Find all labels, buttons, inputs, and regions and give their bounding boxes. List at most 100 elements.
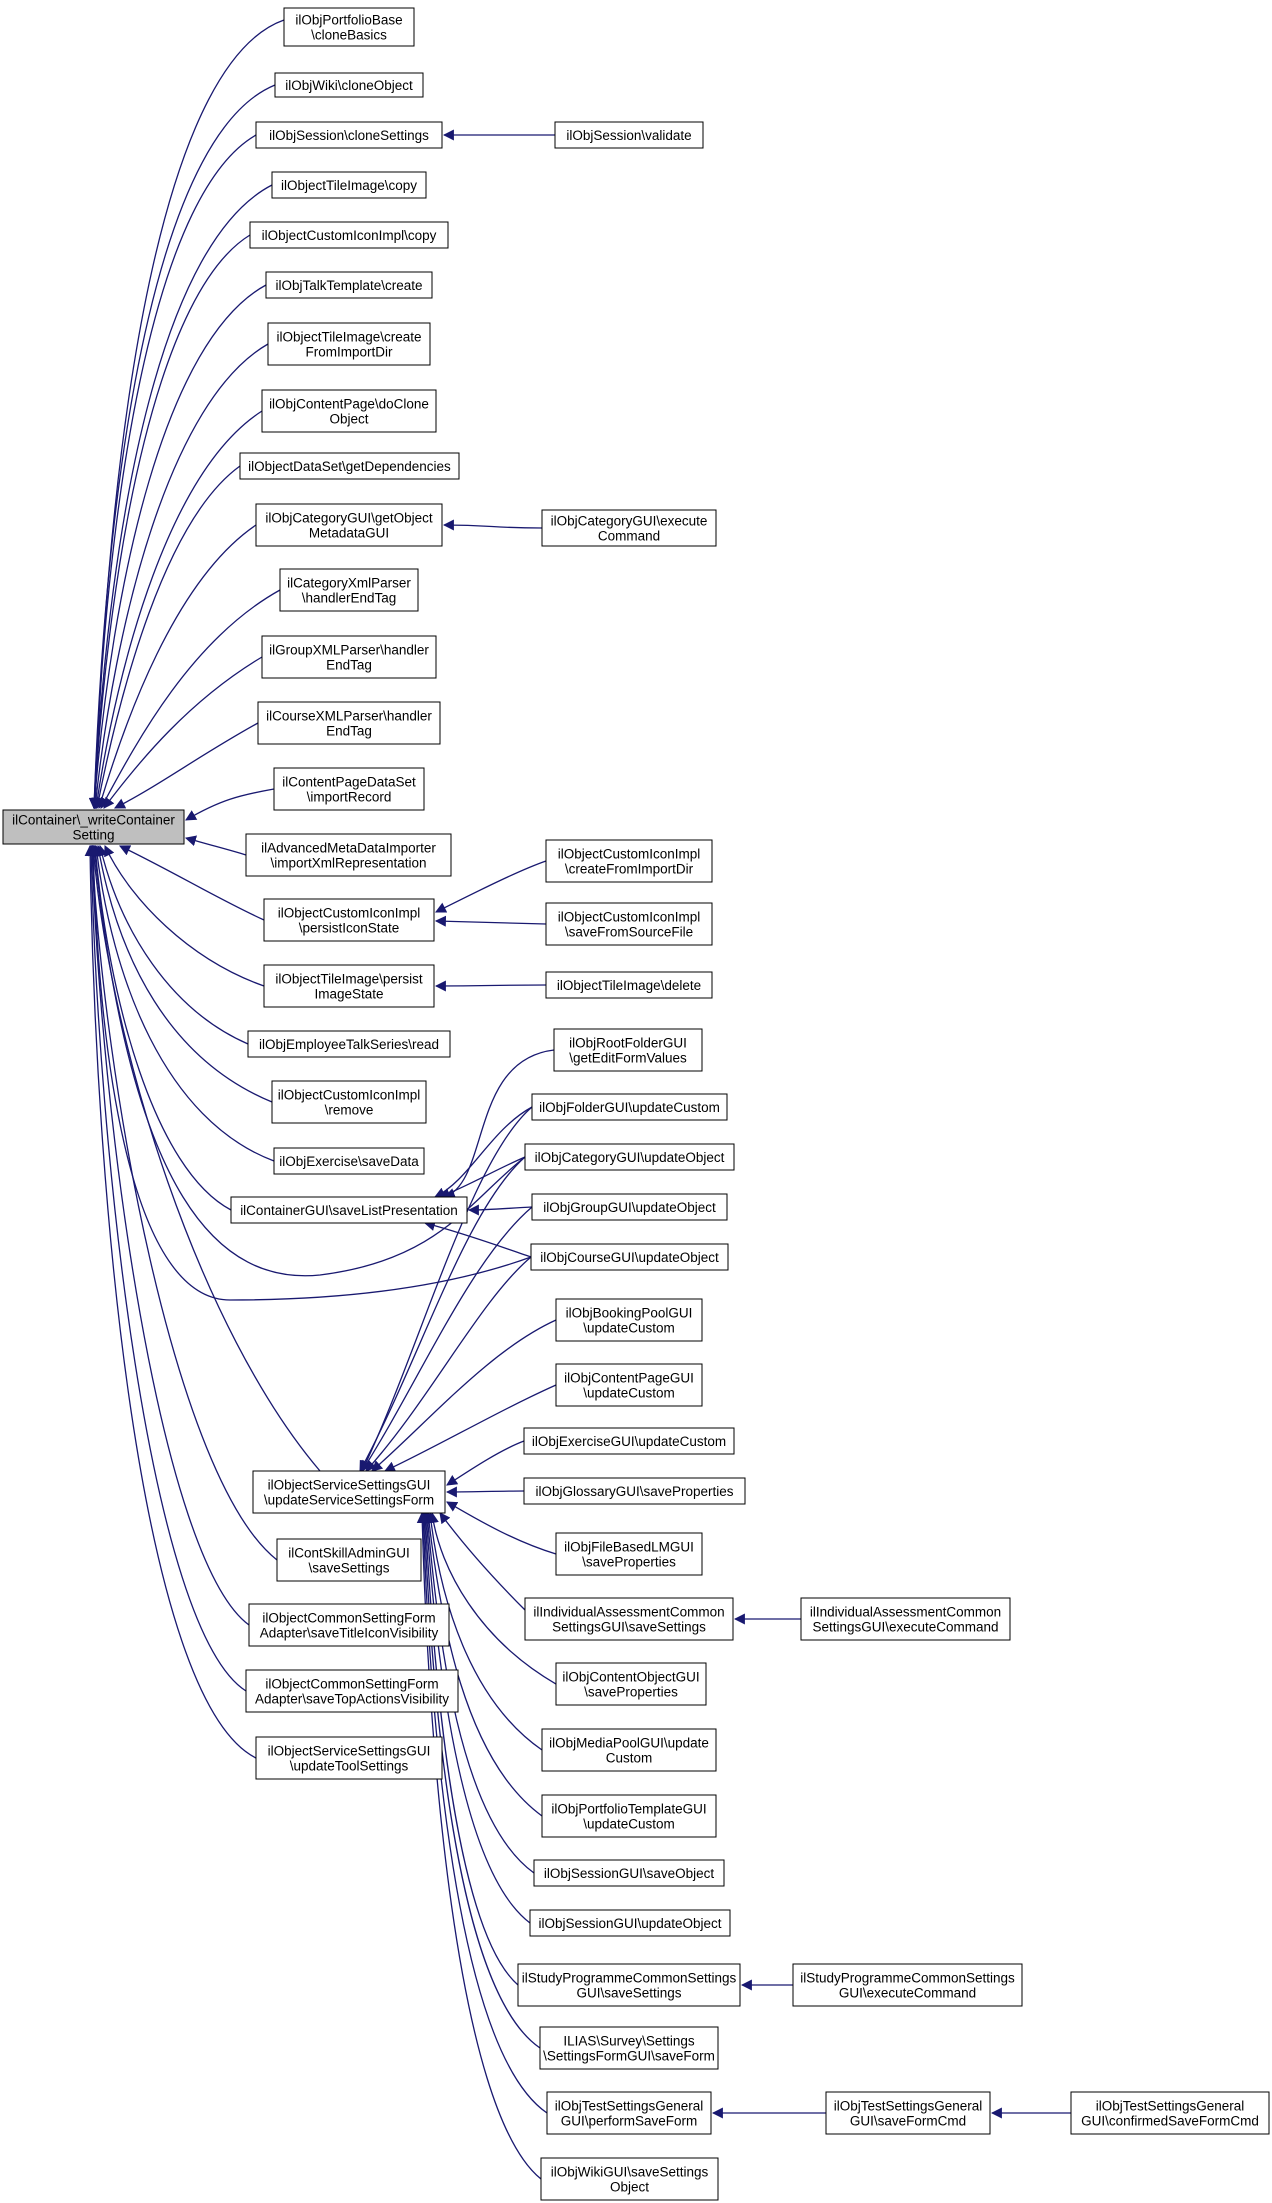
function-node[interactable]: ilObjectDataSet\getDependencies	[239, 452, 460, 480]
edge-n11-to-root	[100, 589, 281, 809]
function-node[interactable]: ilObjectCommonSettingFormAdapter\saveTit…	[248, 1603, 450, 1647]
edge-n21-to-root	[90, 844, 232, 1211]
node-box	[554, 121, 704, 149]
node-label: \updateCustom	[583, 1817, 675, 1832]
edge-m20-to-n22	[422, 1511, 535, 1874]
edge-m06-to-n21	[443, 1049, 555, 1199]
function-node[interactable]: ilObjectCustomIconImpl\saveFromSourceFil…	[545, 902, 713, 946]
function-node[interactable]: ilObjContentPageGUI\updateCustom	[555, 1363, 703, 1407]
node-label: ImageState	[314, 987, 383, 1002]
edge-m19-to-n22	[423, 1511, 543, 1817]
function-node[interactable]: ilCategoryXmlParser\handlerEndTag	[279, 568, 419, 612]
function-node[interactable]: ilStudyProgrammeCommonSettingsGUI\saveSe…	[517, 1963, 741, 2007]
edge-m02-to-n10	[442, 519, 543, 531]
function-node[interactable]: ilStudyProgrammeCommonSettingsGUI\execut…	[792, 1963, 1023, 2007]
function-node[interactable]: ilObjectTileImage\copy	[271, 171, 427, 199]
function-node[interactable]: ilObjFileBasedLMGUI\saveProperties	[555, 1532, 703, 1576]
function-node[interactable]: ilObjSession\cloneSettings	[255, 121, 443, 149]
node-label: ilAdvancedMetaDataImporter	[261, 841, 436, 856]
edge-m13-to-n22	[446, 1440, 525, 1486]
node-box	[267, 322, 431, 366]
edge-n23-to-root	[86, 844, 278, 1561]
function-node[interactable]: ilObjCourseGUI\updateObject	[530, 1243, 729, 1271]
function-node[interactable]: ilObjContentObjectGUI\saveProperties	[555, 1662, 707, 1706]
function-node[interactable]: ilObjSessionGUI\updateObject	[529, 1909, 731, 1937]
edge-n03-to-root	[88, 134, 257, 810]
edge-m17-to-n22	[427, 1511, 557, 1685]
function-node[interactable]: ilObjSession\validate	[554, 121, 704, 149]
function-node[interactable]: ilObjectTileImage\createFromImportDir	[267, 322, 431, 366]
node-label: ilCategoryXmlParser	[287, 576, 411, 591]
node-label: ilObjCategoryGUI\getObject	[265, 511, 433, 526]
function-node[interactable]: ilObjectCustomIconImpl\persistIconState	[263, 898, 435, 942]
node-label: ilContainer\_writeContainer	[12, 813, 175, 828]
function-node[interactable]: ilObjectServiceSettingsGUI\updateToolSet…	[255, 1736, 443, 1780]
function-node[interactable]: ilObjectServiceSettingsGUI\updateService…	[252, 1470, 446, 1514]
function-node[interactable]: ilObjCategoryGUI\updateObject	[524, 1143, 735, 1171]
node-label: ilObjPortfolioTemplateGUI	[551, 1802, 706, 1817]
node-box	[283, 7, 415, 47]
function-node[interactable]: ilObjTestSettingsGeneralGUI\confirmedSav…	[1070, 2091, 1270, 2135]
node-box	[273, 767, 425, 811]
node-label: GUI\performSaveForm	[561, 2114, 698, 2129]
function-node[interactable]: ilObjSessionGUI\saveObject	[533, 1859, 725, 1887]
function-node[interactable]: ilObjExerciseGUI\updateCustom	[523, 1427, 735, 1455]
function-node[interactable]: ilObjTestSettingsGeneralGUI\performSaveF…	[546, 2091, 712, 2135]
edge-n24-to-root	[86, 844, 250, 1626]
function-node[interactable]: ilObjGroupGUI\updateObject	[531, 1193, 728, 1221]
function-node[interactable]: ilIndividualAssessmentCommonSettingsGUI\…	[524, 1597, 734, 1641]
function-node[interactable]: ilContentPageDataSet\importRecord	[273, 767, 425, 811]
node-box	[261, 389, 437, 433]
function-node[interactable]: ilObjRootFolderGUI\getEditFormValues	[553, 1028, 703, 1072]
node-label: ilObjRootFolderGUI	[569, 1036, 687, 1051]
edge-m07-to-n22	[361, 1106, 533, 1472]
node-box	[523, 1477, 746, 1505]
function-node[interactable]: ilObjectCommonSettingFormAdapter\saveTop…	[245, 1669, 459, 1713]
node-label: \persistIconState	[299, 921, 400, 936]
node-box	[263, 898, 435, 942]
edge-n06-to-root	[89, 284, 267, 810]
function-node[interactable]: ilContainerGUI\saveListPresentation	[230, 1196, 468, 1224]
function-node[interactable]: ilIndividualAssessmentCommonSettingsGUI\…	[800, 1597, 1011, 1641]
function-node[interactable]: ilObjEmployeeTalkSeries\read	[247, 1030, 451, 1058]
function-node[interactable]: ilObjWiki\cloneObject	[274, 72, 424, 98]
function-node[interactable]: ilObjectCustomIconImpl\copy	[249, 221, 449, 249]
edge-m23-to-n22	[418, 1511, 541, 2049]
node-box	[529, 1909, 731, 1937]
edge-m10-to-root	[87, 844, 532, 1301]
function-node[interactable]: ilObjPortfolioTemplateGUI\updateCustom	[541, 1794, 717, 1838]
function-node[interactable]: ilObjMediaPoolGUI\updateCustom	[541, 1728, 717, 1772]
node-label: ilObjExerciseGUI\updateCustom	[532, 1434, 726, 1449]
function-node[interactable]: ilCourseXMLParser\handlerEndTag	[257, 701, 441, 745]
function-node[interactable]: ilObjFolderGUI\updateCustom	[531, 1093, 728, 1121]
function-node[interactable]: ilObjCategoryGUI\executeCommand	[541, 509, 717, 547]
function-node[interactable]: ILIAS\Survey\Settings\SettingsFormGUI\sa…	[539, 2026, 719, 2070]
function-node[interactable]: ilObjectCustomIconImpl\createFromImportD…	[545, 839, 713, 883]
node-box	[545, 902, 713, 946]
node-box	[555, 1298, 703, 1342]
function-node[interactable]: ilObjTalkTemplate\create	[265, 271, 433, 299]
function-node[interactable]: ilObjExercise\saveData	[273, 1147, 425, 1175]
node-label: ilObjectTileImage\create	[276, 330, 421, 345]
edge-m04-to-n16	[434, 915, 547, 927]
node-label: \updateServiceSettingsForm	[264, 1493, 434, 1508]
node-label: ilObjTalkTemplate\create	[275, 278, 422, 293]
function-node[interactable]: ilObjBookingPoolGUI\updateCustom	[555, 1298, 703, 1342]
function-node[interactable]: ilObjPortfolioBase\cloneBasics	[283, 7, 415, 47]
function-node[interactable]: ilObjGlossaryGUI\saveProperties	[523, 1477, 746, 1505]
node-label: ilObjectCommonSettingForm	[265, 1677, 438, 1692]
node-label: \importXmlRepresentation	[270, 856, 426, 871]
function-node[interactable]: ilContSkillAdminGUI\saveSettings	[276, 1538, 422, 1582]
function-node[interactable]: ilAdvancedMetaDataImporter\importXmlRepr…	[245, 833, 452, 877]
node-box	[524, 1143, 735, 1171]
function-node[interactable]: ilObjectCustomIconImpl\remove	[271, 1080, 427, 1124]
function-node[interactable]: ilGroupXMLParser\handlerEndTag	[261, 635, 437, 679]
edge-n22-to-root	[88, 844, 321, 1472]
function-node[interactable]: ilObjectTileImage\delete	[545, 971, 713, 999]
